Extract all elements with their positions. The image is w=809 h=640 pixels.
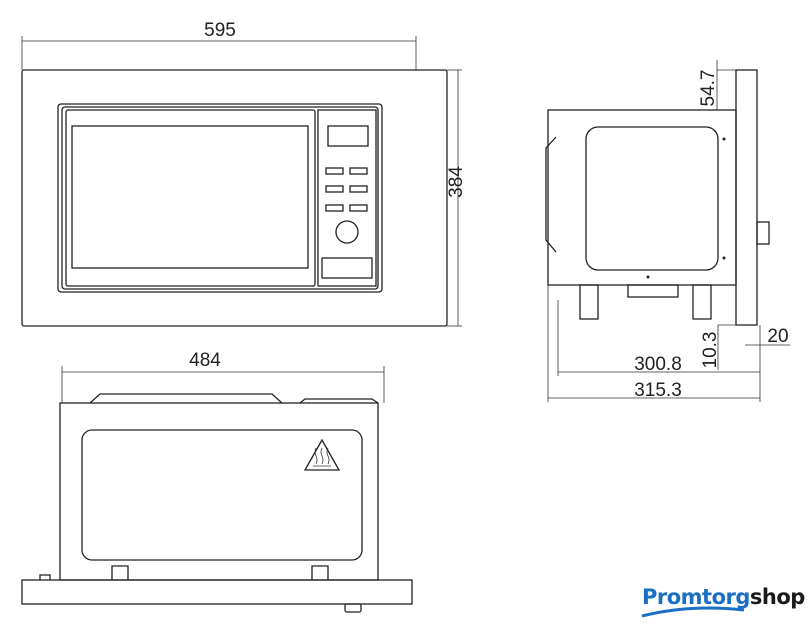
side-frame (735, 69, 758, 326)
dimension-300-8: 300.8 (634, 354, 682, 375)
display (327, 125, 369, 147)
side-body (547, 109, 737, 286)
side-view: 300.8 315.3 54.7 10.3 20 (545, 60, 790, 402)
hot-surface-warning-icon (303, 438, 341, 471)
door-window (71, 125, 309, 269)
front-view: 595 384 (21, 20, 467, 327)
dimension-595: 595 (204, 20, 236, 41)
cabinet-panel (81, 429, 363, 561)
dimension-54-7: 54.7 (698, 70, 719, 107)
logo-swoosh (641, 606, 745, 618)
foot (692, 284, 712, 320)
dimension-20: 20 (767, 326, 788, 347)
dimension-315-3: 315.3 (634, 380, 682, 401)
door-release-button (321, 257, 373, 279)
trim-frame (21, 69, 448, 327)
dimension-384: 384 (446, 166, 467, 198)
trim-opening (57, 103, 383, 293)
trim-base (21, 579, 413, 605)
top-view: 484 (21, 350, 413, 613)
door (65, 109, 316, 287)
control-knob (335, 220, 359, 244)
control-panel (317, 109, 377, 287)
promtorgshop-logo: Promtorgshop (642, 585, 805, 609)
control-buttons (325, 167, 368, 212)
side-knob (756, 221, 770, 245)
side-window (585, 126, 719, 271)
foot (579, 284, 599, 320)
dimension-10-3: 10.3 (700, 332, 721, 369)
dimension-484: 484 (189, 350, 221, 371)
